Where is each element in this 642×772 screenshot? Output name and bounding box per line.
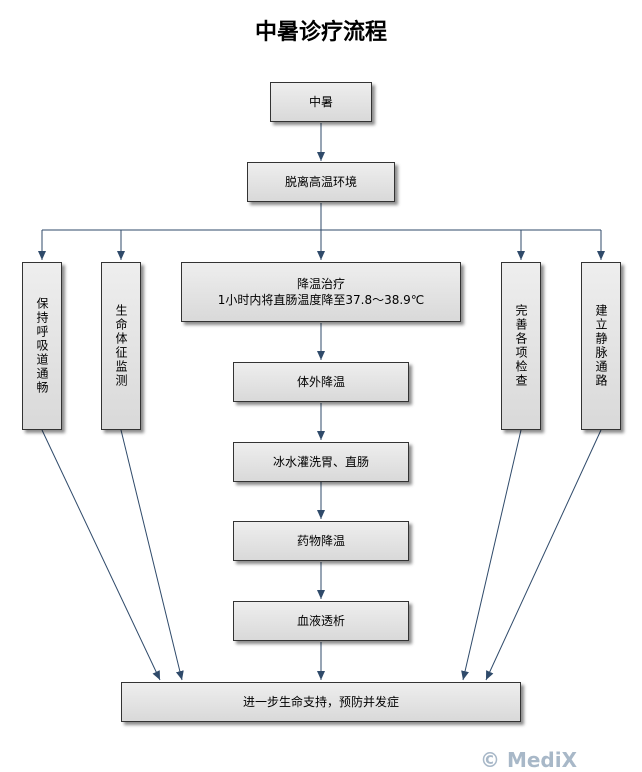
node-lavage: 冰水灌洗胃、直肠 [233, 442, 409, 482]
node-cooling-title: 降温治疗 [296, 277, 345, 291]
node-exam-label: 完善各项检查 [514, 304, 528, 388]
watermark-logo: © MediX [480, 748, 578, 772]
arrow-airway-to-support [41, 429, 161, 681]
node-external-cooling: 体外降温 [233, 362, 409, 402]
node-leave-heat-label: 脱离高温环境 [284, 175, 357, 189]
node-cooling-detail: 1小时内将直肠温度降至37.8～38.9℃ [217, 293, 425, 307]
node-exam: 完善各项检查 [501, 262, 541, 430]
node-iv: 建立静脉通路 [581, 262, 621, 430]
node-airway: 保持呼吸道通畅 [22, 262, 62, 430]
node-lavage-label: 冰水灌洗胃、直肠 [272, 455, 369, 469]
node-vitals-label: 生命体征监测 [114, 304, 128, 388]
node-life-support-label: 进一步生命支持，预防并发症 [242, 695, 399, 709]
node-drug-cooling: 药物降温 [233, 521, 409, 561]
node-vitals: 生命体征监测 [101, 262, 141, 430]
node-drug-cooling-label: 药物降温 [296, 534, 345, 548]
node-external-cooling-label: 体外降温 [296, 375, 345, 389]
diagram-title: 中暑诊疗流程 [254, 19, 387, 45]
node-iv-label: 建立静脉通路 [594, 304, 608, 388]
node-heatstroke: 中暑 [270, 82, 372, 122]
node-airway-label: 保持呼吸道通畅 [35, 297, 49, 395]
arrow-iv-to-support [485, 429, 602, 681]
node-dialysis: 血液透析 [233, 601, 409, 641]
node-cooling: 降温治疗 1小时内将直肠温度降至37.8～38.9℃ [181, 262, 461, 322]
node-heatstroke-label: 中暑 [308, 95, 333, 109]
arrow-exam-to-support [461, 429, 522, 681]
node-leave-heat: 脱离高温环境 [247, 162, 395, 202]
arrow-vitals-to-support [120, 429, 184, 681]
node-dialysis-label: 血液透析 [296, 614, 345, 628]
node-life-support: 进一步生命支持，预防并发症 [121, 682, 521, 722]
